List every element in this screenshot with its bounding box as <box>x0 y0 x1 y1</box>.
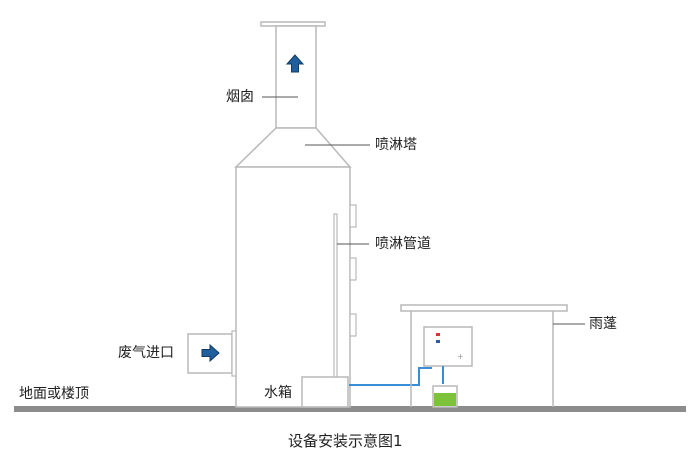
liquid-tank-fill <box>434 393 456 406</box>
ground-line <box>14 406 686 412</box>
label-ground: 地面或楼顶 <box>19 386 89 402</box>
water-pipe <box>349 367 432 386</box>
tower-flange-2 <box>349 257 357 281</box>
label-gas-inlet: 废气进口 <box>118 345 174 361</box>
cabinet-indicator-blue <box>436 340 440 343</box>
tower-transition <box>234 127 352 168</box>
label-spray-pipe: 喷淋管道 <box>375 236 431 252</box>
chimney-body <box>275 25 317 129</box>
gas-inlet-flange <box>231 330 237 377</box>
label-water-tank: 水箱 <box>264 385 292 401</box>
label-chimney: 烟囱 <box>226 89 254 105</box>
exhaust-up-arrow-icon <box>285 54 305 73</box>
spray-pipe <box>333 213 338 379</box>
cabinet-indicator-red <box>436 333 440 336</box>
cabinet-plus-mark: + <box>457 352 464 361</box>
spray-tower-body <box>235 166 351 408</box>
control-cabinet <box>423 326 473 367</box>
tower-flange-1 <box>349 204 357 228</box>
water-tank <box>301 376 349 408</box>
rain-shelter-roof <box>400 304 568 312</box>
label-rain-shelter: 雨蓬 <box>589 316 617 332</box>
tower-flange-3 <box>349 313 357 337</box>
gas-inlet-arrow-icon <box>201 343 220 363</box>
label-spray-tower: 喷淋塔 <box>375 137 417 153</box>
diagram-caption: 设备安装示意图1 <box>288 432 403 450</box>
